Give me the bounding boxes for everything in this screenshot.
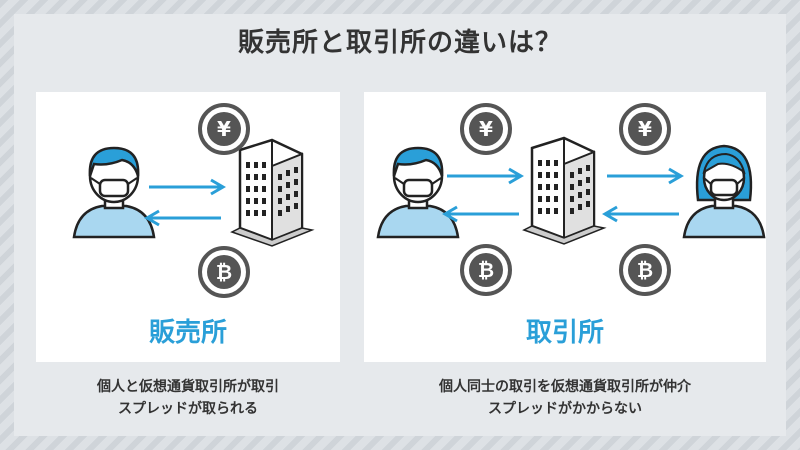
- person-icon: [682, 144, 766, 239]
- person-icon: [376, 146, 460, 239]
- page-title: 販売所と取引所の違いは？: [237, 28, 562, 58]
- svg-text:₿: ₿: [637, 258, 653, 282]
- bitcoin-coin-icon: ₿: [619, 244, 671, 296]
- caption-line: スプレッドが取られる: [118, 401, 258, 417]
- bitcoin-coin-icon: ₿: [198, 246, 250, 298]
- svg-text:¥: ¥: [479, 117, 493, 141]
- person-icon: [72, 146, 156, 239]
- arrow-right-icon: [607, 167, 684, 185]
- panel-torihikisho: ¥ ¥ ₿ ₿ 取引所: [364, 92, 766, 362]
- arrow-left-icon: [144, 209, 221, 227]
- arrow-left-icon: [442, 205, 519, 223]
- yen-coin-icon: ¥: [198, 103, 250, 155]
- svg-text:₿: ₿: [216, 260, 232, 284]
- building-icon: [522, 136, 607, 245]
- caption-torihikisho: 個人同士の取引を仮想通貨取引所が仲介 スプレッドがかからない: [364, 376, 766, 420]
- yen-coin-icon: ¥: [460, 103, 512, 155]
- arrow-right-icon: [447, 167, 524, 185]
- bitcoin-coin-icon: ₿: [460, 244, 512, 296]
- caption-line: 個人同士の取引を仮想通貨取引所が仲介: [439, 379, 691, 395]
- yen-coin-icon: ¥: [619, 103, 671, 155]
- panel-hanbaisho: ¥ ₿ 販売所: [36, 92, 340, 362]
- arrow-left-icon: [602, 205, 679, 223]
- building-icon: [230, 138, 315, 247]
- label-torihikisho: 取引所: [525, 318, 604, 348]
- caption-line: 個人と仮想通貨取引所が取引: [97, 379, 279, 395]
- svg-text:¥: ¥: [217, 117, 231, 141]
- caption-line: スプレッドがかからない: [488, 401, 642, 417]
- svg-text:₿: ₿: [478, 258, 494, 282]
- svg-text:¥: ¥: [638, 117, 652, 141]
- label-hanbaisho: 販売所: [148, 318, 227, 348]
- arrow-right-icon: [149, 178, 226, 196]
- caption-hanbaisho: 個人と仮想通貨取引所が取引 スプレッドが取られる: [36, 376, 340, 420]
